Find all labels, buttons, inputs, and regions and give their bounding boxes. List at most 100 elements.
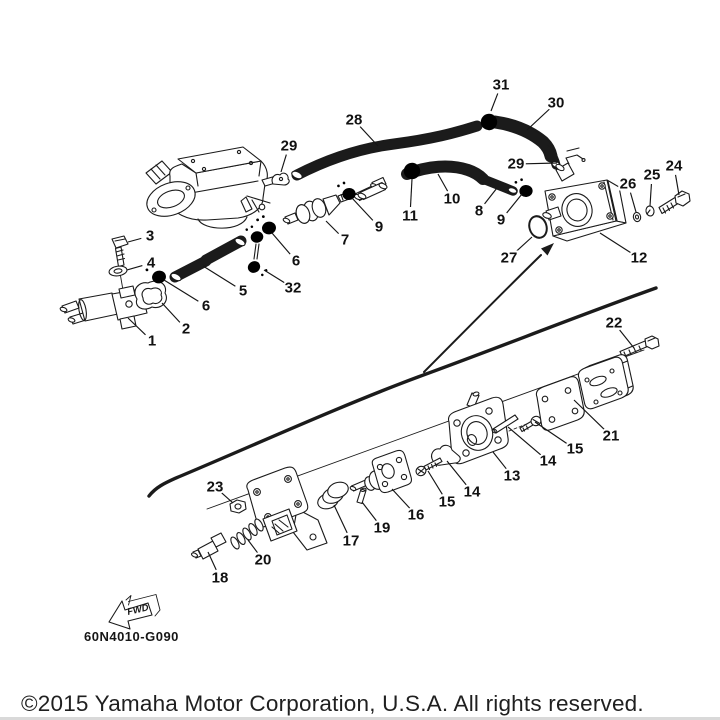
leader-line-25 — [649, 183, 652, 207]
callout-25: 25 — [644, 167, 661, 184]
bolt-24-drawing — [658, 190, 691, 215]
pin-19-drawing — [356, 487, 367, 505]
callout-13: 13 — [504, 468, 521, 485]
leader-line-20 — [247, 539, 259, 554]
callout-6: 6 — [202, 298, 210, 315]
plunger-18-drawing — [190, 532, 227, 560]
callout-3: 3 — [146, 228, 154, 245]
leader-line-21 — [573, 399, 605, 431]
callout-31: 31 — [493, 77, 510, 94]
leader-line-30 — [526, 108, 550, 131]
leader-line-23 — [221, 492, 234, 504]
callout-12: 12 — [631, 250, 648, 267]
leader-line-17 — [333, 504, 348, 534]
leader-line-22 — [619, 329, 635, 349]
carburetor-drawing — [145, 146, 280, 229]
callout-5: 5 — [239, 283, 247, 300]
callout-19: 19 — [374, 520, 391, 537]
leader-line-24 — [674, 174, 680, 196]
callout-18: 18 — [212, 570, 229, 587]
leader-line-12 — [599, 232, 632, 254]
callout-16: 16 — [408, 507, 425, 524]
fuel-pump-drawing — [542, 162, 627, 242]
spring-washer-25-drawing — [645, 205, 655, 217]
callout-23: 23 — [207, 479, 224, 496]
callout-11: 11 — [402, 208, 418, 225]
callout-7: 7 — [341, 232, 349, 249]
bolt-3-drawing — [111, 235, 129, 297]
clip-29b-drawing — [557, 147, 586, 169]
clip-29a-drawing — [271, 172, 290, 186]
leader-line-15 — [534, 421, 568, 445]
leader-line-16 — [391, 488, 411, 509]
nut-23-drawing — [229, 499, 247, 514]
leader-line-5 — [202, 265, 236, 287]
callout-29: 29 — [281, 138, 298, 155]
leader-line-2 — [161, 302, 181, 323]
callout-10: 10 — [444, 191, 461, 208]
diagram-code: 60N4010-G090 — [84, 629, 179, 644]
leader-line-11 — [409, 178, 413, 208]
leader-line-26 — [629, 192, 637, 213]
exploded-parts-diagram: FWD 60N4010-G090 12345667899101112131414… — [59, 75, 691, 644]
clamp-9b-drawing — [514, 177, 534, 198]
callout-20: 20 — [255, 552, 272, 569]
callout-17: 17 — [343, 533, 360, 550]
leader-line-4 — [126, 264, 143, 271]
fuel-hose-28-drawing — [291, 120, 483, 181]
callout-14: 14 — [464, 484, 481, 501]
grommet-drawing — [134, 280, 167, 310]
joint-link-32-drawing — [244, 223, 269, 281]
leader-line-6 — [163, 279, 199, 302]
callout-2: 2 — [182, 321, 190, 338]
fuel-hose-30-drawing — [488, 115, 561, 170]
callout-22: 22 — [606, 315, 623, 332]
fuel-hose-10-drawing — [357, 160, 518, 201]
assembly-direction-arrow — [423, 243, 554, 373]
fwd-arrow — [108, 594, 161, 630]
leader-line-27 — [515, 236, 533, 253]
callout-24: 24 — [666, 158, 683, 175]
callout-15: 15 — [567, 441, 584, 458]
leader-line-29 — [524, 162, 558, 165]
callout-27: 27 — [501, 250, 518, 267]
screw-15b-drawing — [519, 415, 542, 433]
pump-cover-drawing — [577, 354, 634, 410]
spring-20-drawing — [230, 518, 264, 550]
bottom-strip — [0, 717, 720, 720]
leader-line-19 — [361, 501, 377, 522]
leader-line-7 — [325, 220, 340, 235]
pump-body-13-drawing — [447, 391, 535, 465]
callout-1: 1 — [148, 333, 156, 350]
leader-line-10 — [437, 173, 449, 192]
copyright-text: ©2015 Yamaha Motor Corporation, U.S.A. A… — [21, 691, 644, 716]
callout-29: 29 — [508, 156, 525, 173]
screw-15a-drawing — [415, 457, 443, 477]
leader-line-8 — [484, 187, 498, 205]
callout-4: 4 — [147, 255, 156, 272]
o-ring-27-drawing — [528, 215, 548, 239]
leader-line-14 — [507, 426, 542, 456]
callout-9: 9 — [497, 212, 505, 229]
leader-line-18 — [207, 551, 217, 571]
leader-line-29 — [280, 154, 287, 173]
leader-line-6 — [271, 232, 291, 255]
leader-line-31 — [490, 93, 499, 112]
washer-4-drawing — [108, 265, 128, 277]
plunger-flange-16-drawing — [349, 449, 413, 494]
callout-30: 30 — [548, 95, 565, 112]
callout-32: 32 — [285, 280, 302, 297]
callout-26: 26 — [620, 176, 637, 193]
callout-15: 15 — [439, 494, 456, 511]
seal-rings-17-drawing — [317, 481, 349, 510]
callout-28: 28 — [346, 112, 363, 129]
leader-line-1 — [127, 317, 146, 336]
callout-8: 8 — [475, 203, 483, 220]
pump-bracket-drawing — [246, 466, 328, 551]
pin-14b-drawing — [491, 414, 519, 434]
fwd-label: FWD — [126, 602, 150, 618]
callout-14: 14 — [540, 453, 557, 470]
leader-line-9 — [506, 193, 523, 214]
